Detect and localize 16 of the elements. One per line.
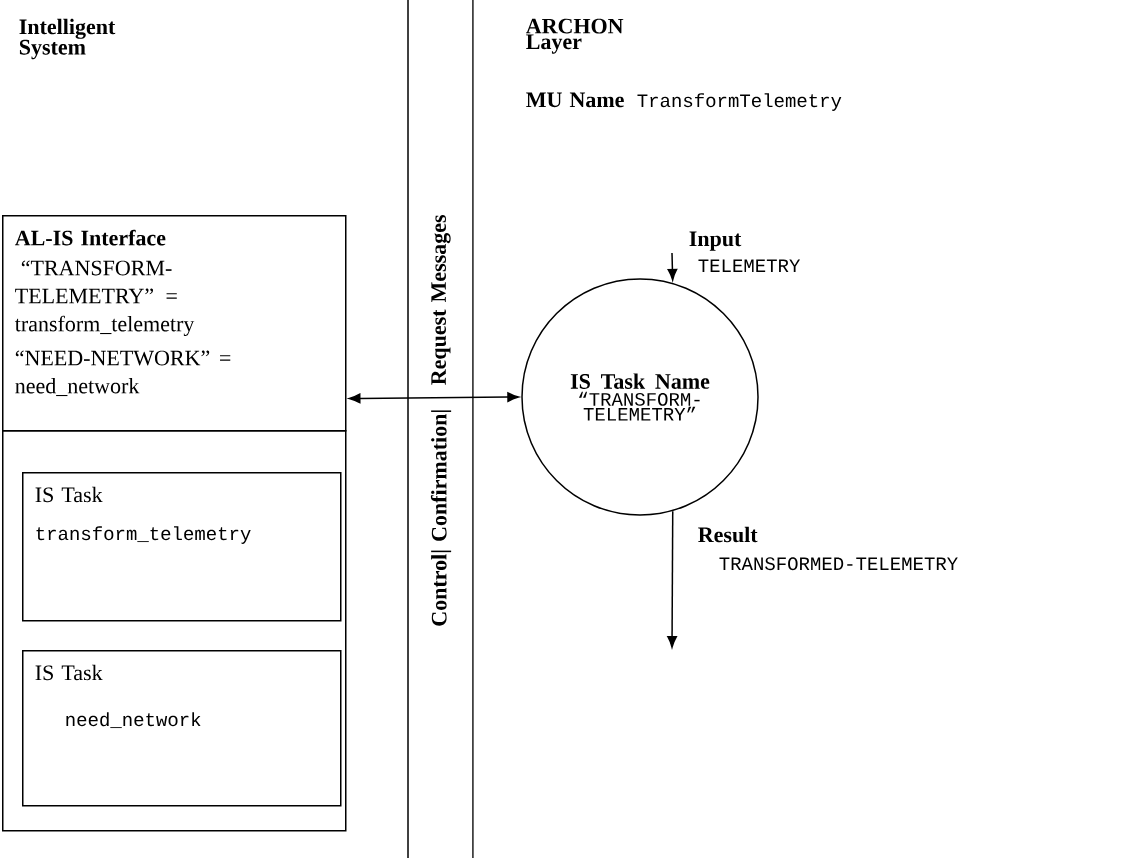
- result-value: TRANSFORMED-TELEMETRY: [719, 557, 958, 571]
- interface-box: AL-IS Interface “TRANSFORM-TELEMETRY” = transform_telemetry “NEED-NETWORK” = need_network: [2, 215, 347, 432]
- input-value: TELEMETRY: [698, 259, 800, 272]
- arrow: [667, 252, 678, 281]
- task-panel: [2, 430, 347, 832]
- field-label: MU Name: [526, 92, 624, 108]
- section-heading: Intelligent System: [19, 18, 116, 60]
- input-label: Input: [689, 231, 742, 251]
- arrow: [667, 510, 677, 648]
- section-heading: ARCHON Layer: [526, 18, 624, 54]
- channel-label: Control| Confirmation|: [430, 410, 452, 626]
- task-box: IS Task transform_telemetry: [22, 472, 342, 622]
- task-box: IS Task need_network: [22, 650, 342, 807]
- arrow: [348, 392, 520, 404]
- channel-label: Request Messages: [431, 215, 451, 385]
- field-value: TransformTelemetry: [637, 93, 842, 111]
